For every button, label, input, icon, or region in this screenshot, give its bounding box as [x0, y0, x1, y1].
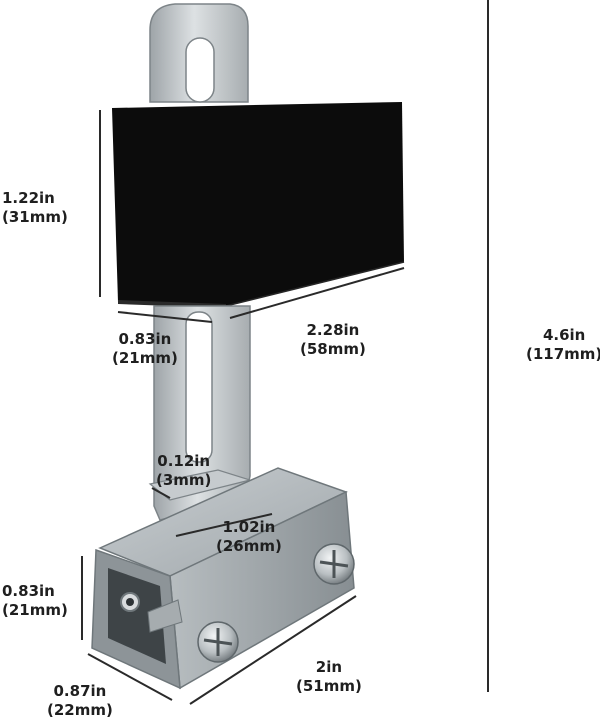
bracket-strip	[148, 305, 253, 521]
dim-metric: (31mm)	[2, 208, 68, 226]
dim-imperial: 1.02in	[222, 518, 276, 536]
dim-metric: (21mm)	[112, 349, 178, 367]
dim-line-block-depth	[117, 311, 213, 323]
bracket-lower-slot	[185, 311, 213, 463]
dim-label-block-length: 2.28in (58mm)	[300, 321, 366, 359]
dim-line-clamp-depth	[87, 653, 173, 701]
dim-metric: (21mm)	[2, 601, 68, 619]
dim-metric: (51mm)	[296, 677, 362, 695]
dim-imperial: 0.12in	[157, 452, 211, 470]
dim-label-clamp-depth: 0.87in (22mm)	[47, 682, 113, 720]
dimension-lines	[81, 0, 489, 705]
dim-imperial: 4.6in	[542, 326, 586, 344]
bracket-slot	[185, 37, 215, 103]
dim-line-bracket-thickness	[151, 487, 171, 499]
dim-imperial: 0.83in	[118, 330, 172, 348]
dim-line-block-length	[229, 267, 405, 319]
dim-label-block-depth: 0.83in (21mm)	[112, 330, 178, 368]
threaded-rod	[147, 599, 183, 633]
dim-metric: (22mm)	[47, 701, 113, 719]
dim-imperial: 0.87in	[53, 682, 107, 700]
dim-line-clamp-length	[189, 595, 357, 705]
dim-metric: (58mm)	[300, 340, 366, 358]
dim-metric: (3mm)	[156, 471, 212, 489]
dim-label-clamp-top-width: 1.02in (26mm)	[216, 518, 282, 556]
screw-left	[197, 621, 239, 663]
dim-line-clamp-top-width	[175, 513, 273, 537]
dim-imperial: 2.28in	[306, 321, 360, 339]
dim-label-block-height: 1.22in (31mm)	[2, 189, 68, 227]
clamp-base	[91, 467, 355, 690]
dim-imperial: 2in	[315, 658, 343, 676]
dim-imperial: 1.22in	[2, 189, 55, 207]
dim-imperial: 0.83in	[2, 582, 55, 600]
screw-right	[313, 543, 355, 585]
rubber-block	[112, 102, 405, 308]
dim-label-clamp-height: 0.83in (21mm)	[2, 582, 68, 620]
bracket-top-tab	[149, 3, 249, 103]
dim-label-bracket-thickness: 0.12in (3mm)	[156, 452, 211, 490]
dim-metric: (26mm)	[216, 537, 282, 555]
dim-label-overall-height: 4.6in (117mm)	[526, 326, 600, 364]
dim-label-clamp-length: 2in (51mm)	[296, 658, 362, 696]
dim-metric: (117mm)	[526, 345, 600, 363]
